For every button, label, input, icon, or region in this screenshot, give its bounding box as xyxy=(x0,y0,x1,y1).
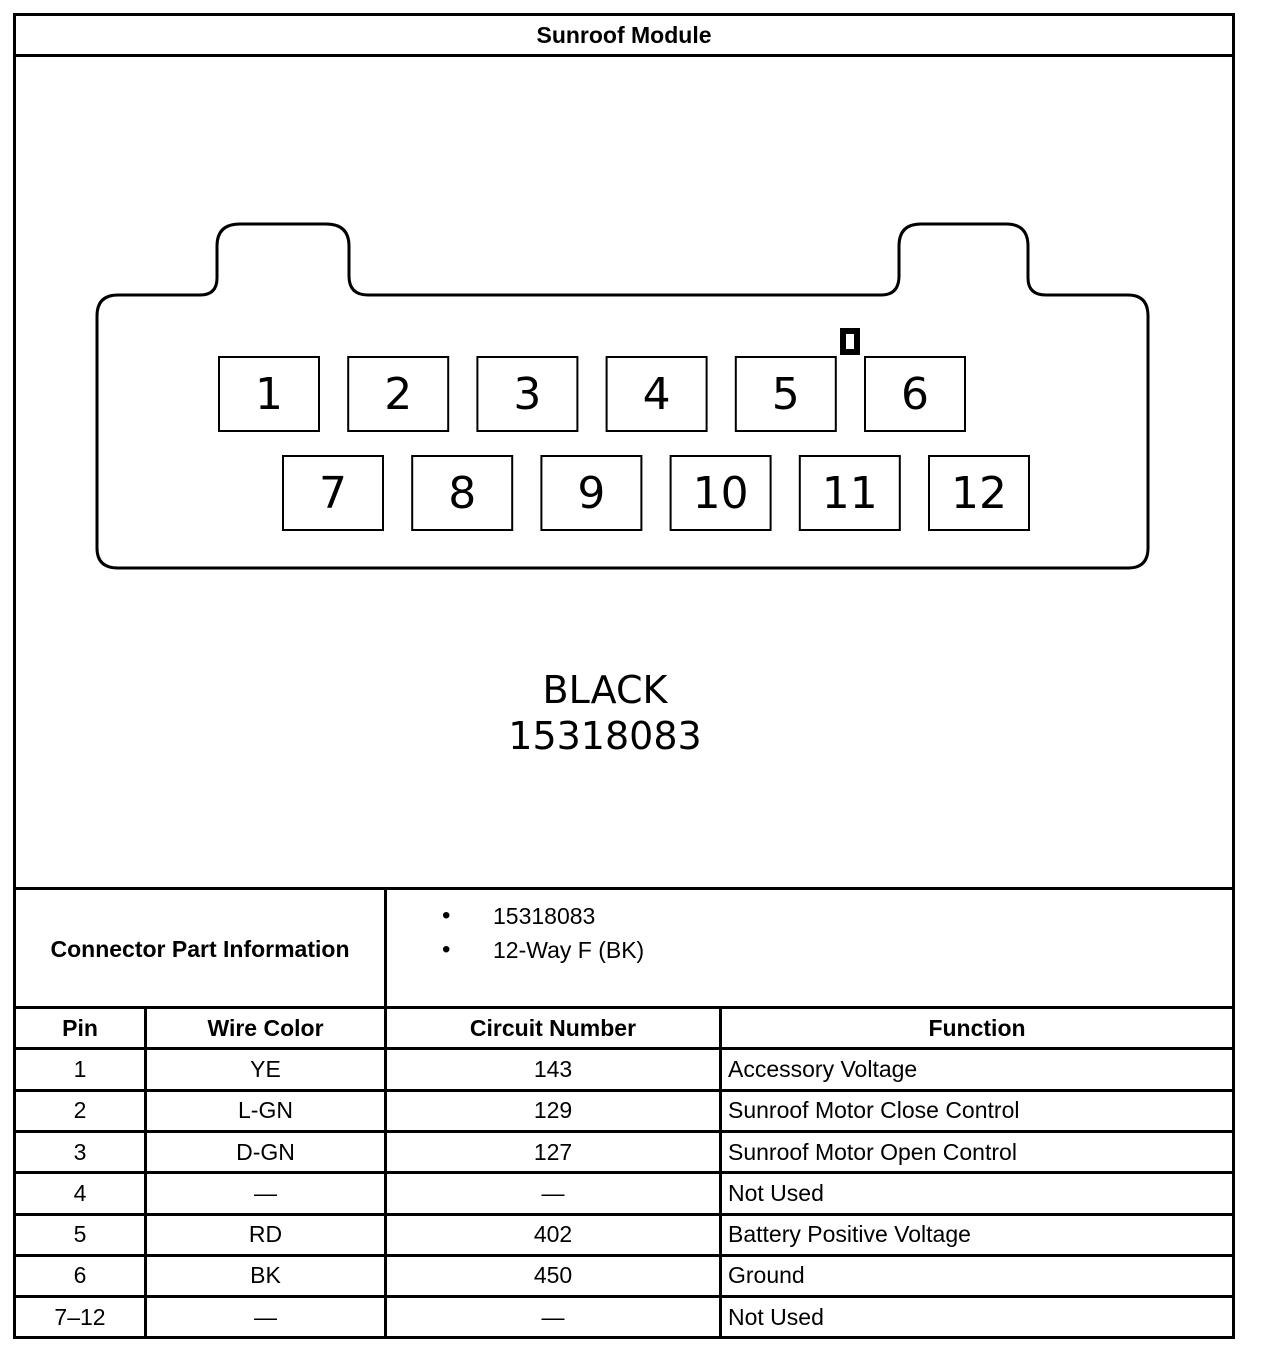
row-divider xyxy=(13,1212,1235,1216)
connector-color: BLACK xyxy=(542,668,668,712)
table-cell: 2 xyxy=(73,1097,87,1124)
pin-number-3: 3 xyxy=(513,369,541,420)
pin-cavity-12 xyxy=(928,455,1030,531)
table-cell: — xyxy=(254,1179,277,1206)
table-cell: BK xyxy=(250,1262,281,1289)
pin-cavity-4 xyxy=(605,356,708,432)
table-cell: 7–12 xyxy=(54,1303,106,1330)
table-cell: 143 xyxy=(533,1055,573,1082)
pin-cavity-7 xyxy=(282,455,384,531)
pin-number-6: 6 xyxy=(901,369,929,420)
pin-number-9: 9 xyxy=(577,468,605,519)
pin-cavity-11 xyxy=(798,455,901,531)
table-header-cell: Pin xyxy=(62,1014,98,1041)
table-cell: Not Used xyxy=(728,1179,824,1206)
table-cell: 402 xyxy=(533,1221,573,1248)
table-cell: — xyxy=(541,1179,565,1206)
table-cell: Accessory Voltage xyxy=(728,1055,918,1082)
part-info-item: 15318083 xyxy=(440,900,644,934)
pin-cavity-3 xyxy=(476,356,579,432)
pin-number-2: 2 xyxy=(384,369,412,420)
pin-cavity-2 xyxy=(347,356,450,432)
table-cell: Sunroof Motor Close Control xyxy=(728,1097,1020,1124)
pin-number-11: 11 xyxy=(822,468,878,519)
connector-outline xyxy=(95,222,1150,570)
cpi-divider xyxy=(384,887,387,1339)
pin-number-8: 8 xyxy=(448,468,476,519)
table-cell: L-GN xyxy=(238,1097,293,1124)
table-cell: Battery Positive Voltage xyxy=(728,1221,971,1248)
table-cell: Not Used xyxy=(728,1303,824,1330)
pin-cavity-5 xyxy=(734,356,837,432)
table-cell: 129 xyxy=(533,1097,573,1124)
row-divider xyxy=(13,1088,1235,1092)
pin-number-1: 1 xyxy=(255,369,283,420)
connector-part-info-list: 15318083 12-Way F (BK) xyxy=(440,900,644,968)
pin-cavity-6 xyxy=(864,356,966,432)
diagram-bottom-divider xyxy=(13,887,1235,890)
pin-number-4: 4 xyxy=(643,369,671,420)
connector-part-info-label: Connector Part Information xyxy=(50,935,350,962)
outer-frame xyxy=(13,13,1235,1339)
pin-cavity-9 xyxy=(540,455,643,531)
table-cell: 3 xyxy=(73,1138,87,1165)
pin-1-indicator-inner xyxy=(846,334,854,349)
pin-number-10: 10 xyxy=(693,468,749,519)
table-cell: Sunroof Motor Open Control xyxy=(728,1138,1017,1165)
pin-number-12: 12 xyxy=(951,468,1007,519)
connector-part-number: 15318083 xyxy=(508,714,702,758)
table-cell: — xyxy=(254,1303,277,1330)
pin-cavity-10 xyxy=(669,455,772,531)
table-header-cell: Wire Color xyxy=(207,1014,324,1041)
table-cell: D-GN xyxy=(236,1138,295,1165)
row-divider xyxy=(13,1129,1235,1133)
table-cell: RD xyxy=(248,1221,283,1248)
table-cell: 4 xyxy=(73,1179,87,1206)
row-divider xyxy=(13,1253,1235,1257)
title-divider xyxy=(13,54,1235,57)
row-divider xyxy=(13,1171,1235,1175)
table-cell: 5 xyxy=(73,1221,87,1248)
table-cell: YE xyxy=(250,1055,281,1082)
table-header-cell: Function xyxy=(928,1014,1026,1041)
row-divider xyxy=(13,1047,1235,1051)
diagram-title: Sunroof Module xyxy=(536,21,712,48)
table-cell: — xyxy=(541,1303,565,1330)
pin-cavity-8 xyxy=(411,455,514,531)
pin-number-5: 5 xyxy=(772,369,800,420)
table-cell: 6 xyxy=(73,1262,87,1289)
part-info-item: 12-Way F (BK) xyxy=(440,934,644,968)
table-top-divider xyxy=(13,1006,1235,1009)
row-divider xyxy=(13,1295,1235,1299)
pin-number-7: 7 xyxy=(319,468,347,519)
table-cell: Ground xyxy=(728,1262,805,1289)
table-cell: 127 xyxy=(533,1138,573,1165)
table-header-cell: Circuit Number xyxy=(469,1014,637,1041)
table-cell: 450 xyxy=(533,1262,573,1289)
pin-cavity-1 xyxy=(218,356,320,432)
table-cell: 1 xyxy=(73,1055,87,1082)
